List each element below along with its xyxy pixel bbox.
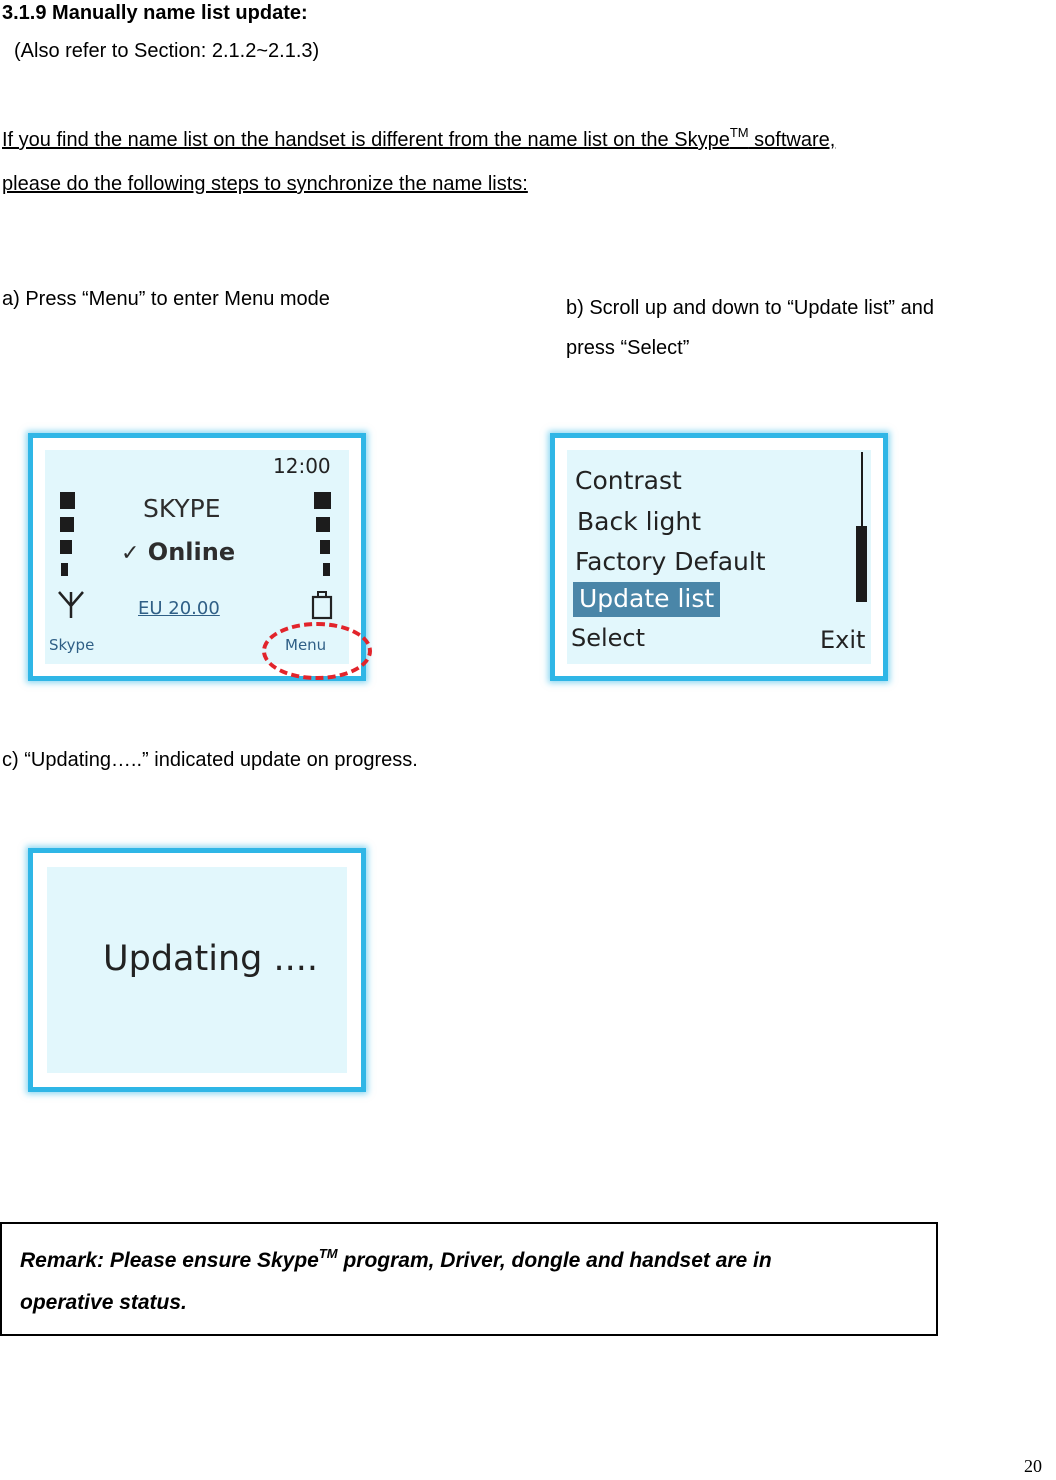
remark-line-1: Remark: Please ensure SkypeTM program, D… — [20, 1240, 918, 1282]
soft-key-select[interactable]: Select — [571, 624, 646, 652]
clock-time: 12:00 — [273, 454, 331, 478]
handset-screen-updating: Updating .... — [28, 848, 366, 1092]
level-bar — [314, 492, 331, 509]
signal-bar — [61, 563, 68, 576]
step-c-text: c) “Updating…..” indicated update on pro… — [2, 749, 418, 771]
lcd-display: Updating .... — [47, 867, 347, 1073]
step-b-text: b) Scroll up and down to “Update list” a… — [566, 288, 934, 368]
soft-key-exit[interactable]: Exit — [820, 626, 866, 654]
level-bar — [316, 517, 330, 532]
antenna-icon — [58, 591, 84, 618]
intro-line-2: please do the following steps to synchro… — [2, 173, 528, 195]
remark-line-2: operative status. — [20, 1291, 187, 1314]
remark-box: Remark: Please ensure SkypeTM program, D… — [0, 1222, 938, 1336]
soft-key-left[interactable]: Skype — [49, 636, 95, 654]
handset-screen-idle: 12:00 SKYPE ✓ Online EU 20.00 Skype Menu — [28, 433, 366, 681]
step-a-text: a) Press “Menu” to enter Menu mode — [2, 288, 330, 310]
signal-bar — [60, 540, 72, 554]
signal-bar — [60, 517, 74, 532]
scrollbar-thumb[interactable] — [856, 526, 867, 602]
level-bar — [320, 540, 330, 554]
section-heading: 3.1.9 Manually name list update: — [2, 2, 308, 24]
check-icon: ✓ — [121, 541, 140, 566]
level-bar — [323, 563, 330, 576]
remark-text-end: program, Driver, dongle and handset are … — [337, 1249, 772, 1272]
intro-text-end: software, — [748, 129, 836, 151]
status-text: Online — [147, 538, 236, 566]
signal-bar — [60, 492, 75, 509]
skype-title: SKYPE — [143, 494, 221, 523]
updating-message: Updating .... — [103, 939, 318, 979]
menu-highlight-circle — [262, 622, 372, 680]
balance-amount: EU 20.00 — [138, 598, 220, 619]
menu-item-contrast[interactable]: Contrast — [575, 466, 682, 495]
intro-paragraph: If you find the name list on the handset… — [2, 118, 835, 206]
menu-item-back-light[interactable]: Back light — [577, 507, 702, 536]
online-status: ✓ Online — [121, 538, 235, 566]
battery-icon — [311, 591, 333, 620]
menu-item-update-list[interactable]: Update list — [573, 582, 721, 617]
menu-item-factory-default[interactable]: Factory Default — [575, 547, 766, 576]
section-reference: (Also refer to Section: 2.1.2~2.1.3) — [14, 40, 320, 62]
trademark-sup: TM — [318, 1246, 338, 1261]
page-number: 20 — [1024, 1456, 1042, 1476]
intro-text: If you find the name list on the handset… — [2, 129, 730, 151]
remark-text: Remark: Please ensure Skype — [20, 1249, 319, 1272]
lcd-display: Contrast Back light Factory Default Upda… — [567, 450, 871, 664]
handset-screen-menu: Contrast Back light Factory Default Upda… — [550, 433, 888, 681]
trademark-sup: TM — [729, 125, 749, 140]
intro-line-1: If you find the name list on the handset… — [2, 118, 835, 162]
lcd-display: 12:00 SKYPE ✓ Online EU 20.00 Skype Menu — [45, 450, 349, 664]
step-b-line-2: press “Select” — [566, 337, 690, 359]
step-b-line-1: b) Scroll up and down to “Update list” a… — [566, 297, 934, 319]
